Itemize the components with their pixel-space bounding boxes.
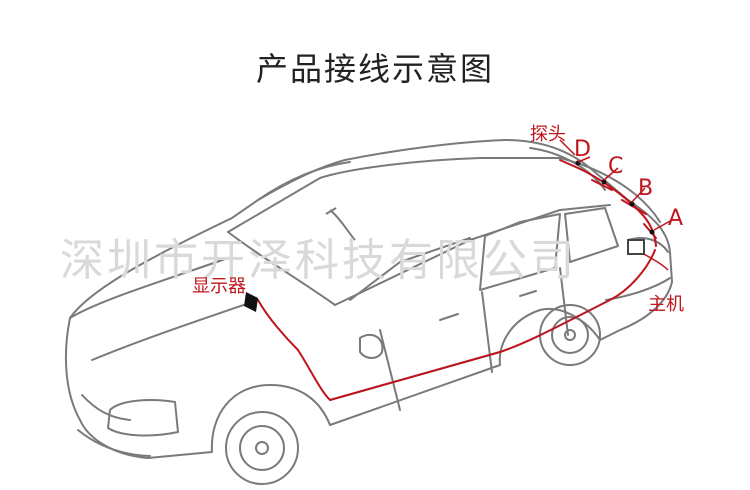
wiring-harness: [257, 159, 657, 401]
watermark-text: 深圳市开泽科技有限公司: [60, 235, 577, 286]
host-label: 主机: [648, 294, 684, 315]
sensor-b-label: B: [638, 176, 654, 201]
sensor-markers: [575, 160, 655, 235]
sensor-a-label: A: [668, 206, 684, 231]
host-unit: [627, 239, 645, 255]
page-title: 产品接线示意图: [255, 50, 494, 88]
sensor-b-dot: [629, 201, 635, 207]
probe-label: 探头: [530, 124, 566, 145]
label-pointers: [559, 139, 673, 271]
sensor-a-dot: [649, 229, 655, 235]
car-outline: [64, 139, 673, 485]
display-label: 显示器: [192, 276, 246, 297]
sensor-c-dot: [601, 179, 607, 185]
sensor-c-label: C: [608, 154, 624, 179]
sensor-d-label: D: [574, 137, 591, 162]
wiper-detail: [325, 207, 356, 241]
display-unit: [244, 292, 258, 312]
